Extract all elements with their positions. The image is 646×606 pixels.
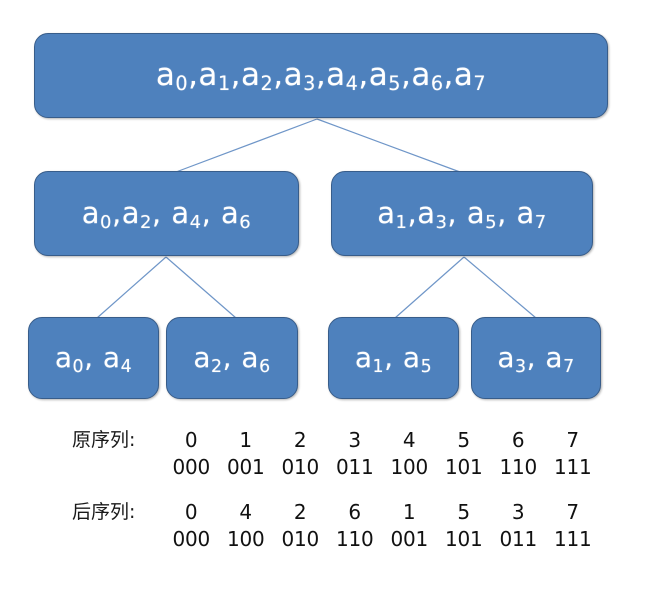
permuted-sequence-label: 后序列: — [72, 501, 136, 523]
node-even-label: a0,a2, a4, a6 — [81, 196, 252, 233]
cell: 001 — [390, 527, 429, 551]
node-odd-label: a1,a3, a5, a7 — [377, 196, 547, 233]
node-even-indices[interactable]: a0,a2, a4, a6 — [34, 171, 299, 256]
cell: 5 — [457, 428, 471, 452]
cell: 010 — [281, 527, 320, 551]
permuted-decimal-cells: 0 4 2 6 1 5 3 7 — [164, 500, 600, 524]
original-binary-cells: 000 001 010 011 100 101 110 111 — [164, 455, 600, 479]
cell: 011 — [499, 527, 538, 551]
node-root-label: a0,a1,a2,a3,a4,a5,a6,a7 — [155, 57, 487, 95]
node-leaf-a2-a6-label: a2, a6 — [193, 341, 271, 377]
cell: 111 — [553, 527, 592, 551]
cell: 000 — [172, 455, 211, 479]
original-decimal-row: 原序列: 0 1 2 3 4 5 6 7 — [0, 428, 646, 454]
cell: 6 — [511, 428, 525, 452]
node-leaf-a1-a5-label: a1, a5 — [354, 341, 433, 377]
original-decimal-cells: 0 1 2 3 4 5 6 7 — [164, 428, 600, 452]
cell: 110 — [335, 527, 374, 551]
cell: 4 — [239, 500, 253, 524]
cell: 001 — [226, 455, 265, 479]
cell: 6 — [348, 500, 362, 524]
cell: 010 — [281, 455, 320, 479]
cell: 4 — [402, 428, 416, 452]
cell: 7 — [566, 428, 580, 452]
original-sequence-label: 原序列: — [72, 429, 136, 451]
node-odd-indices[interactable]: a1,a3, a5, a7 — [331, 171, 593, 256]
edge-odd-to-a1a5 — [394, 256, 465, 319]
node-leaf-a1-a5[interactable]: a1, a5 — [328, 317, 459, 399]
edge-odd-to-a3a7 — [463, 256, 537, 319]
node-leaf-a3-a7[interactable]: a3, a7 — [471, 317, 601, 399]
node-root-sequence[interactable]: a0,a1,a2,a3,a4,a5,a6,a7 — [34, 33, 608, 118]
node-leaf-a0-a4-label: a0, a4 — [54, 341, 133, 377]
cell: 101 — [444, 455, 483, 479]
cell: 0 — [184, 500, 198, 524]
cell: 0 — [184, 428, 198, 452]
cell: 1 — [402, 500, 416, 524]
cell: 101 — [444, 527, 483, 551]
node-leaf-a0-a4[interactable]: a0, a4 — [28, 317, 159, 399]
cell: 100 — [390, 455, 429, 479]
cell: 5 — [457, 500, 471, 524]
cell: 3 — [348, 428, 362, 452]
cell: 7 — [566, 500, 580, 524]
node-leaf-a2-a6[interactable]: a2, a6 — [166, 317, 298, 399]
original-binary-row: 000 001 010 011 100 101 110 111 — [0, 455, 646, 481]
permuted-decimal-row: 后序列: 0 4 2 6 1 5 3 7 — [0, 500, 646, 526]
permuted-binary-cells: 000 100 010 110 001 101 011 111 — [164, 527, 600, 551]
edge-even-to-a0a4 — [96, 256, 167, 319]
cell: 3 — [511, 500, 525, 524]
edge-root-to-odd — [316, 118, 461, 173]
permuted-binary-row: 000 100 010 110 001 101 011 111 — [0, 527, 646, 553]
node-leaf-a3-a7-label: a3, a7 — [497, 341, 575, 377]
cell: 011 — [335, 455, 374, 479]
cell: 000 — [172, 527, 211, 551]
cell: 2 — [293, 428, 307, 452]
edge-even-to-a2a6 — [165, 256, 237, 319]
edge-root-to-even — [175, 118, 318, 173]
cell: 2 — [293, 500, 307, 524]
cell: 1 — [239, 428, 253, 452]
cell: 100 — [226, 527, 265, 551]
cell: 111 — [553, 455, 592, 479]
cell: 110 — [499, 455, 538, 479]
